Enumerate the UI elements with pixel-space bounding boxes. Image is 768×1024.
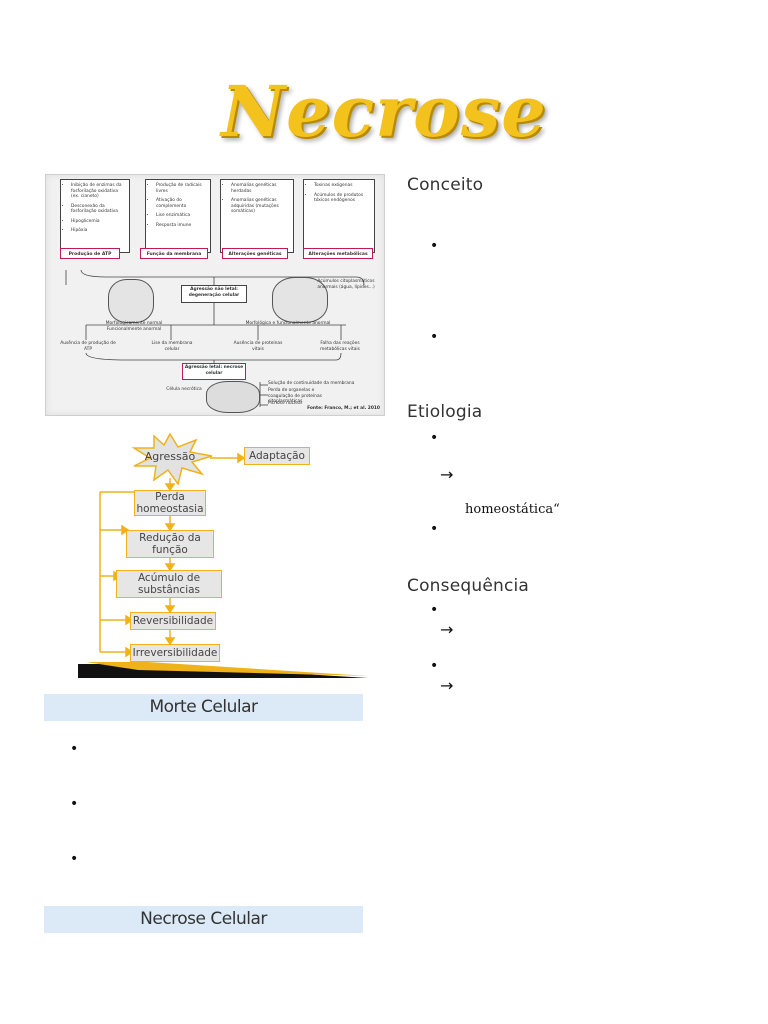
- non-lethal-injury-box: Agressão não letal: degeneração celular: [181, 285, 247, 303]
- cause-column-1: Inibição de enzimas da fosforilação oxid…: [60, 179, 130, 253]
- bullet-marker: •: [430, 238, 439, 254]
- box-membrane-function: Função da membrana: [140, 248, 208, 259]
- bullet-marker: •: [430, 602, 439, 618]
- cause-column-2: Produção de radicais livres Ativação do …: [145, 179, 211, 253]
- bullet-marker: •: [70, 851, 79, 867]
- left-cell-label: Morfologicamente normal Funcionalmente a…: [105, 321, 163, 332]
- necrosis-feature-3: Picnose nuclear: [268, 401, 303, 406]
- outcome-proteins: Ausência de proteínas vitais: [233, 341, 283, 352]
- necrose-celular-header: Necrose Celular: [44, 906, 363, 933]
- injury-flow-diagram: Agressão Adaptação Perda homeostasia Red…: [78, 430, 368, 678]
- cause-column-4: Toxinas exógenas Acúmulos de produtos tó…: [303, 179, 375, 253]
- accumulation-label: Acúmulos citoplasmáticos anormais (água,…: [317, 279, 375, 290]
- flow-connectors: [78, 432, 368, 678]
- bullet-marker: •: [430, 430, 439, 446]
- abnormal-cell-image: [272, 277, 328, 323]
- etiologia-text: homeostática“: [465, 502, 560, 517]
- aggression-burst-shape: [131, 432, 213, 486]
- outcome-membrane: Lise da membrana celular: [151, 341, 193, 352]
- irreversibility-box: Irreversibilidade: [130, 644, 220, 662]
- homeostasis-loss-box: Perda homeostasia: [134, 490, 206, 516]
- bullet-marker: •: [430, 521, 439, 537]
- arrow-marker: →: [440, 676, 454, 695]
- substance-accumulation-box: Acúmulo de substâncias: [116, 570, 222, 598]
- diagram-connectors: [65, 253, 365, 407]
- aggression-label: Agressão: [144, 450, 196, 463]
- bullet-marker: •: [430, 658, 439, 674]
- page-title: Necrose: [221, 70, 547, 153]
- necrosis-feature-1: Solução de continuidade da membrana: [268, 381, 355, 386]
- arrow-marker: →: [440, 620, 454, 639]
- outcome-atp: Ausência de produção de ATP: [60, 341, 116, 352]
- conceito-heading: Conceito: [407, 175, 484, 195]
- necrotic-cell-label: Célula necrótica: [166, 387, 202, 392]
- reversibility-box: Reversibilidade: [130, 612, 216, 630]
- etiologia-heading: Etiologia: [407, 402, 483, 422]
- right-cell-label: Morfológica e funcionalmente anormal: [245, 321, 331, 326]
- outcome-metabolic: Falha das reações metabólicas vitais: [320, 341, 360, 352]
- function-reduction-box: Redução da função: [126, 530, 214, 558]
- bullet-marker: •: [70, 741, 79, 757]
- bullet-marker: •: [430, 329, 439, 345]
- necrosis-feature-2: Perda de organelas e coagulação de prote…: [268, 388, 322, 404]
- consequencia-heading: Consequência: [407, 576, 530, 596]
- cell-injury-diagram: Inibição de enzimas da fosforilação oxid…: [45, 174, 385, 416]
- necrotic-cell-image: [206, 381, 260, 413]
- adaptation-box: Adaptação: [244, 447, 310, 465]
- bullet-marker: •: [70, 796, 79, 812]
- morte-celular-header: Morte Celular: [44, 694, 363, 721]
- cause-column-3: Anomalias genéticas herdadas Anomalias g…: [220, 179, 294, 253]
- arrow-marker: →: [440, 465, 454, 484]
- box-metabolic-changes: Alterações metabólicas: [303, 248, 373, 259]
- lethal-injury-box: Agressão letal: necrose celular: [182, 363, 246, 380]
- box-genetic-changes: Alterações genéticas: [222, 248, 288, 259]
- normal-cell-image: [108, 279, 154, 323]
- box-atp-production: Produção de ATP: [60, 248, 120, 259]
- figure-source: Fonte: Franco, M.; et al. 2010: [307, 406, 380, 411]
